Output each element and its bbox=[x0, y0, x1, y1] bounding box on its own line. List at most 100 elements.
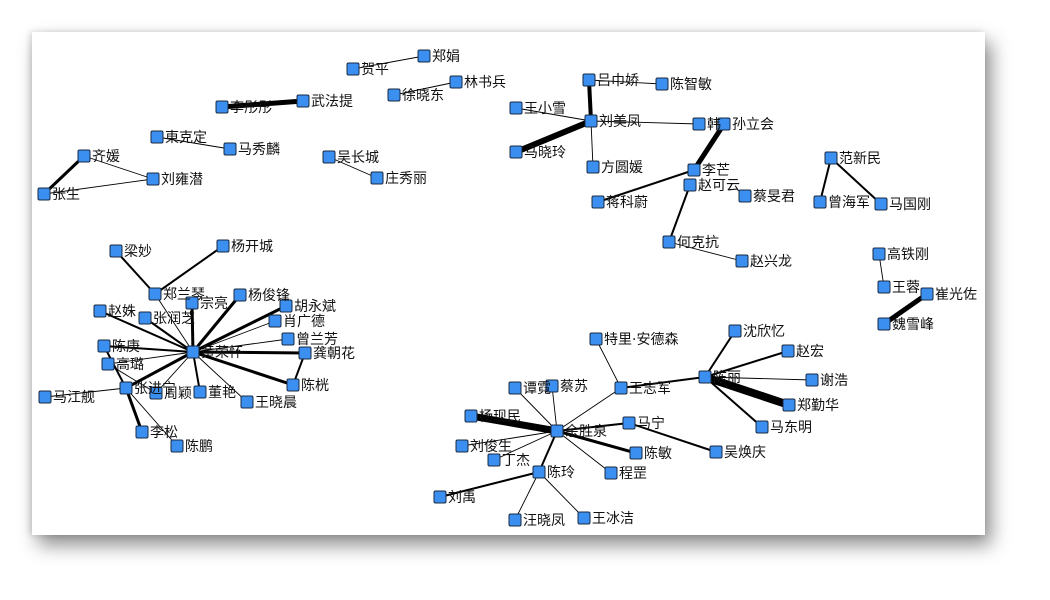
node-square[interactable] bbox=[805, 373, 819, 387]
node-square[interactable] bbox=[150, 130, 164, 144]
edge bbox=[115, 250, 156, 295]
node-square[interactable] bbox=[170, 439, 184, 453]
node-square[interactable] bbox=[813, 195, 827, 209]
node-label: 陈鹏 bbox=[185, 438, 213, 455]
edge bbox=[43, 178, 154, 195]
node-square[interactable] bbox=[874, 197, 888, 211]
edge bbox=[154, 245, 224, 295]
node-square[interactable] bbox=[614, 381, 628, 395]
node-square[interactable] bbox=[692, 117, 706, 131]
edge bbox=[620, 376, 706, 389]
node-label: 郑勤华 bbox=[797, 398, 839, 414]
node-square[interactable] bbox=[655, 77, 669, 91]
edge bbox=[192, 350, 306, 355]
node-square[interactable] bbox=[216, 239, 230, 253]
edge bbox=[514, 471, 540, 521]
node-square[interactable] bbox=[138, 311, 152, 325]
node-square[interactable] bbox=[417, 49, 431, 63]
node-square[interactable] bbox=[149, 386, 163, 400]
node-square[interactable] bbox=[185, 296, 199, 310]
node-square[interactable] bbox=[281, 332, 295, 346]
node-square[interactable] bbox=[279, 299, 293, 313]
edge bbox=[556, 430, 612, 474]
node-square[interactable] bbox=[77, 149, 91, 163]
node-square[interactable] bbox=[387, 88, 401, 102]
node-square[interactable] bbox=[622, 416, 636, 430]
node-square[interactable] bbox=[662, 235, 676, 249]
node-square[interactable] bbox=[509, 145, 523, 159]
node-square[interactable] bbox=[148, 287, 162, 301]
node-label: 何克抗 bbox=[677, 235, 719, 251]
node-square[interactable] bbox=[298, 346, 312, 360]
node-square[interactable] bbox=[629, 446, 643, 460]
node-square[interactable] bbox=[589, 332, 603, 346]
node-square[interactable] bbox=[240, 395, 254, 409]
node-square[interactable] bbox=[146, 172, 160, 186]
node-square[interactable] bbox=[487, 453, 501, 467]
edge bbox=[192, 304, 287, 354]
node-square[interactable] bbox=[101, 357, 115, 371]
node-square[interactable] bbox=[38, 390, 52, 404]
node-square[interactable] bbox=[532, 465, 546, 479]
node-square[interactable] bbox=[37, 187, 51, 201]
node-square[interactable] bbox=[346, 62, 360, 76]
node-square[interactable] bbox=[550, 424, 564, 438]
edge bbox=[192, 350, 294, 387]
node-square[interactable] bbox=[591, 195, 605, 209]
node-label: 蔡旻君 bbox=[753, 189, 795, 205]
node-square[interactable] bbox=[735, 254, 749, 268]
node-square[interactable] bbox=[683, 178, 697, 192]
node-square[interactable] bbox=[215, 100, 229, 114]
node-square[interactable] bbox=[586, 160, 600, 174]
node-square[interactable] bbox=[268, 314, 282, 328]
node-square[interactable] bbox=[584, 114, 598, 128]
node-square[interactable] bbox=[824, 151, 838, 165]
node-square[interactable] bbox=[93, 304, 107, 318]
node-square[interactable] bbox=[508, 513, 522, 527]
node-square[interactable] bbox=[582, 73, 596, 87]
node-square[interactable] bbox=[135, 425, 149, 439]
edge bbox=[144, 317, 194, 353]
node-square[interactable] bbox=[109, 244, 123, 258]
node-square[interactable] bbox=[717, 117, 731, 131]
node-label: 宗亮 bbox=[200, 295, 228, 312]
node-square[interactable] bbox=[433, 490, 447, 504]
node-square[interactable] bbox=[370, 171, 384, 185]
node-label: 蒋科蔚 bbox=[606, 195, 648, 211]
node-square[interactable] bbox=[698, 370, 712, 384]
node-square[interactable] bbox=[782, 398, 796, 412]
node-square[interactable] bbox=[508, 381, 522, 395]
node-square[interactable] bbox=[223, 142, 237, 156]
node-square[interactable] bbox=[455, 439, 469, 453]
node-square[interactable] bbox=[97, 339, 111, 353]
node-square[interactable] bbox=[233, 288, 247, 302]
node-square[interactable] bbox=[755, 420, 769, 434]
node-label: 陈庚 bbox=[112, 338, 140, 355]
node-square[interactable] bbox=[296, 94, 310, 108]
node-square[interactable] bbox=[709, 445, 723, 459]
node-square[interactable] bbox=[872, 247, 886, 261]
node-square[interactable] bbox=[119, 381, 133, 395]
node-square[interactable] bbox=[877, 317, 891, 331]
node-square[interactable] bbox=[604, 466, 618, 480]
node-square[interactable] bbox=[464, 409, 478, 423]
node-square[interactable] bbox=[728, 324, 742, 338]
node-square[interactable] bbox=[186, 345, 200, 359]
node-square[interactable] bbox=[738, 189, 752, 203]
edge bbox=[103, 345, 194, 353]
node-square[interactable] bbox=[322, 150, 336, 164]
edge bbox=[125, 387, 178, 447]
node-square[interactable] bbox=[577, 511, 591, 525]
node-square[interactable] bbox=[781, 344, 795, 358]
node-square[interactable] bbox=[509, 101, 523, 115]
node-label: 肖广德 bbox=[283, 314, 325, 330]
node-square[interactable] bbox=[545, 379, 559, 393]
node-label: 程罡 bbox=[619, 466, 647, 482]
node-square[interactable] bbox=[877, 280, 891, 294]
node-square[interactable] bbox=[920, 287, 934, 301]
node-square[interactable] bbox=[286, 378, 300, 392]
node-square[interactable] bbox=[687, 163, 701, 177]
node-square[interactable] bbox=[449, 75, 463, 89]
node-label: 李彤彤 bbox=[230, 100, 272, 116]
node-square[interactable] bbox=[193, 385, 207, 399]
